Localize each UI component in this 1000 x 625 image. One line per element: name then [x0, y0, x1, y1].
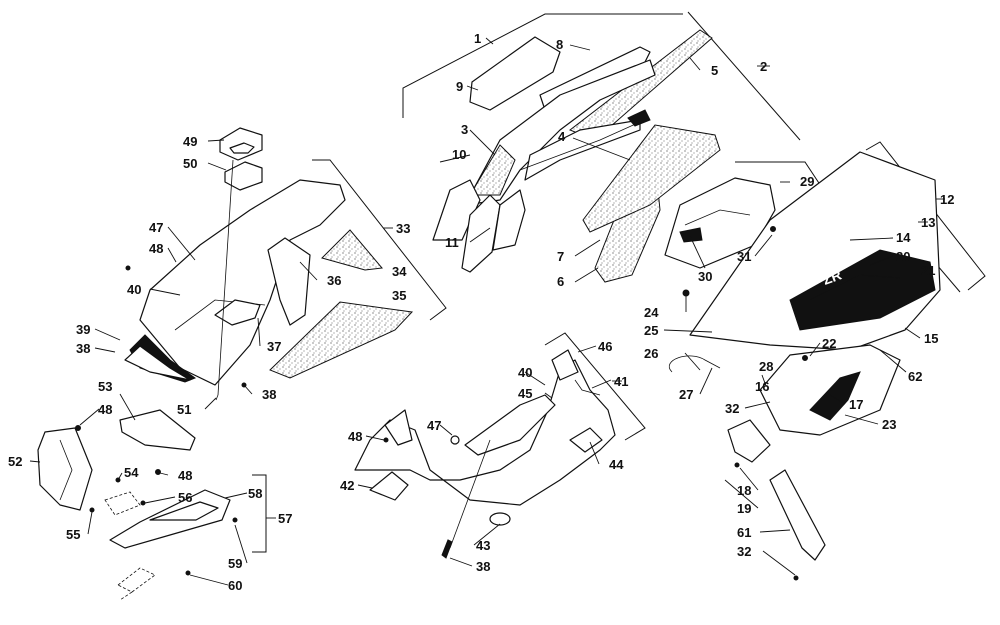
lower-left-group	[37, 409, 238, 601]
callout-7: 7	[557, 249, 564, 264]
callout-38c: 38	[476, 559, 490, 574]
callout-59: 59	[228, 556, 242, 571]
callout-34: 34	[392, 264, 407, 279]
callout-33: 33	[396, 221, 410, 236]
callout-18: 18	[737, 483, 751, 498]
callout-48a: 48	[149, 241, 163, 256]
callout-56: 56	[178, 490, 192, 505]
callout-58: 58	[248, 486, 262, 501]
callout-62: 62	[908, 369, 922, 384]
callout-14: 14	[896, 230, 911, 245]
callout-47a: 47	[149, 220, 163, 235]
callout-32a: 32	[725, 401, 739, 416]
callout-19: 19	[737, 501, 751, 516]
callout-23: 23	[882, 417, 896, 432]
callout-27: 27	[679, 387, 693, 402]
callout-52: 52	[8, 454, 22, 469]
callout-40a: 40	[127, 282, 141, 297]
callout-37: 37	[267, 339, 281, 354]
callout-9: 9	[456, 79, 463, 94]
callout-48d: 48	[178, 468, 192, 483]
callout-20: 20	[896, 249, 910, 264]
callout-38a: 38	[76, 341, 90, 356]
callout-32b: 32	[737, 544, 751, 559]
callout-39: 39	[76, 322, 90, 337]
callout-16: 16	[755, 379, 769, 394]
callout-15: 15	[924, 331, 938, 346]
callout-38b: 38	[262, 387, 276, 402]
callout-8: 8	[556, 37, 563, 52]
callout-41: 41	[614, 374, 628, 389]
callout-31: 31	[737, 249, 751, 264]
callout-5: 5	[711, 63, 718, 78]
right-side-panel-group: ZR	[664, 151, 941, 581]
callout-51: 51	[177, 402, 191, 417]
callout-2: 2	[760, 59, 767, 74]
callout-60: 60	[228, 578, 242, 593]
svg-text:ZR: ZR	[821, 266, 844, 287]
callout-48c: 48	[98, 402, 112, 417]
callout-54: 54	[124, 465, 139, 480]
callout-48b: 48	[348, 429, 362, 444]
callout-13: 13	[921, 215, 935, 230]
callout-45: 45	[518, 386, 532, 401]
callout-53: 53	[98, 379, 112, 394]
callout-50: 50	[183, 156, 197, 171]
callout-28: 28	[759, 359, 773, 374]
callout-61: 61	[737, 525, 751, 540]
callout-30: 30	[698, 269, 712, 284]
callout-3: 3	[461, 122, 468, 137]
callout-44: 44	[609, 457, 624, 472]
callout-25: 25	[644, 323, 658, 338]
callout-57: 57	[278, 511, 292, 526]
callout-1: 1	[474, 31, 481, 46]
callout-49: 49	[183, 134, 197, 149]
callout-24: 24	[644, 305, 659, 320]
callout-17: 17	[849, 397, 863, 412]
callout-40b: 40	[518, 365, 532, 380]
callout-47b: 47	[427, 418, 441, 433]
callout-4: 4	[558, 129, 566, 144]
callout-26: 26	[644, 346, 658, 361]
callout-6: 6	[557, 274, 564, 289]
hood-group	[124, 127, 414, 401]
callout-10: 10	[452, 147, 466, 162]
callout-11: 11	[445, 235, 459, 250]
callout-36: 36	[327, 273, 341, 288]
callout-43: 43	[476, 538, 490, 553]
seat-panel-group	[432, 29, 721, 283]
callout-55: 55	[66, 527, 80, 542]
callout-labels: 1 2 3 4 5 6 7 8 9 10 11 12 13 14 15 16 1…	[8, 31, 954, 593]
callout-21: 21	[921, 263, 935, 278]
callout-42: 42	[340, 478, 354, 493]
callout-46: 46	[598, 339, 612, 354]
callout-29: 29	[800, 174, 814, 189]
callout-35: 35	[392, 288, 406, 303]
callout-12: 12	[940, 192, 954, 207]
callout-22: 22	[822, 336, 836, 351]
belly-pan-group	[354, 349, 616, 559]
leader-lines	[29, 37, 945, 586]
